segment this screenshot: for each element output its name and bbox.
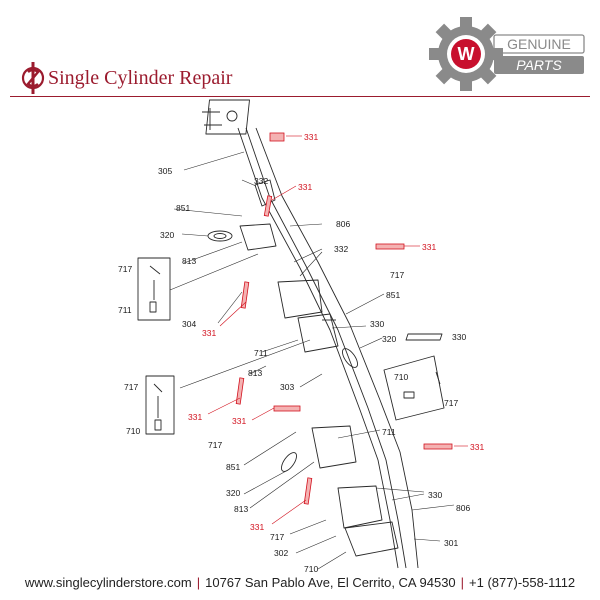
part-label-813: 813 [248, 368, 262, 378]
part-331-f [273, 405, 301, 412]
part-label-303: 303 [280, 382, 294, 392]
part-label-711: 711 [118, 305, 132, 315]
badge-mark: W [458, 44, 475, 64]
top-plate-stud [202, 108, 222, 130]
part-label-320: 320 [160, 230, 174, 240]
part-label-851: 851 [226, 462, 240, 472]
part-label-331: 331 [232, 416, 246, 426]
part-331-g [423, 443, 453, 450]
page-footer: www.singlecylinderstore.com | 10767 San Pa… [0, 571, 600, 595]
part-label-711: 711 [382, 427, 396, 437]
genuine-parts-badge: W GENUINE PARTS [429, 17, 585, 91]
footer-phone-link[interactable]: +1 (877)-558-1112 [469, 575, 576, 590]
footer-website-link[interactable]: www.singlecylinderstore.com [24, 575, 192, 590]
part-label-320: 320 [382, 334, 396, 344]
brand[interactable]: Single Cylinder Repair [21, 58, 233, 98]
mast-inner-edge [245, 127, 407, 569]
pulley-320-low [281, 452, 297, 472]
mast-right-edge [255, 127, 419, 569]
part-label-710: 710 [394, 372, 408, 382]
brand-logo-icon [21, 62, 45, 94]
part-331-h [303, 477, 313, 505]
part-label-331: 331 [304, 132, 318, 142]
pulley-320-mid [342, 348, 358, 368]
bracket-mid-lower [297, 313, 339, 353]
top-plate [205, 99, 250, 135]
part-331-b [263, 195, 273, 217]
part-label-305: 305 [158, 166, 172, 176]
part-label-331: 331 [298, 182, 312, 192]
part-label-717: 717 [208, 440, 222, 450]
part-label-331: 331 [202, 328, 216, 338]
callout-box-717-711-upper [137, 257, 171, 321]
part-label-717: 717 [118, 264, 132, 274]
page-header: Single Cylinder Repair W GENUINE PARTS [0, 0, 600, 100]
part-label-330: 330 [452, 332, 466, 342]
part-label-711: 711 [254, 348, 268, 358]
part-331-d [240, 281, 250, 309]
part-label-330: 330 [428, 490, 442, 500]
bracket-mid [277, 279, 323, 319]
part-label-331: 331 [422, 242, 436, 252]
footer-separator-2: | [460, 575, 465, 590]
part-label-710: 710 [126, 426, 140, 436]
part-label-302: 302 [274, 548, 288, 558]
brand-name: Single Cylinder Repair [48, 66, 233, 89]
base-foot [344, 521, 399, 557]
part-label-301: 301 [444, 538, 458, 548]
header-divider [10, 96, 590, 97]
part-label-813: 813 [234, 504, 248, 514]
part-label-710: 710 [304, 564, 318, 574]
part-label-330: 330 [370, 319, 384, 329]
part-label-331: 331 [188, 412, 202, 422]
gear-icon: W [429, 17, 503, 91]
part-label-806: 806 [336, 219, 350, 229]
part-label-717: 717 [270, 532, 284, 542]
part-331-c [375, 243, 405, 250]
part-label-851: 851 [176, 203, 190, 213]
bracket-base [337, 485, 383, 529]
badge-parts: PARTS [516, 57, 562, 73]
pulley-320-top [207, 230, 233, 242]
badge-genuine: GENUINE [507, 36, 571, 52]
part-label-717: 717 [390, 270, 404, 280]
footer-separator-1: | [196, 575, 201, 590]
part-label-717: 717 [444, 398, 458, 408]
bracket-lower [311, 425, 357, 469]
part-label-332: 332 [254, 176, 268, 186]
part-label-332: 332 [334, 244, 348, 254]
part-label-331: 331 [250, 522, 264, 532]
part-label-851: 851 [386, 290, 400, 300]
part-label-304: 304 [182, 319, 196, 329]
bracket-upper [254, 179, 276, 207]
part-label-717: 717 [124, 382, 138, 392]
part-331-e [235, 377, 245, 405]
top-plate-hole [226, 110, 238, 122]
part-331-a [269, 132, 285, 142]
part-label-320: 320 [226, 488, 240, 498]
footer-address: 10767 San Pablo Ave, El Cerrito, CA 9453… [205, 575, 456, 590]
callout-box-717-710-mid [145, 375, 175, 435]
part-label-331: 331 [470, 442, 484, 452]
slat-330-right [405, 333, 443, 341]
bracket-mid-upper [239, 223, 277, 251]
part-label-806: 806 [456, 503, 470, 513]
part-label-813: 813 [182, 256, 196, 266]
callout-box-710-717-right [383, 355, 445, 421]
